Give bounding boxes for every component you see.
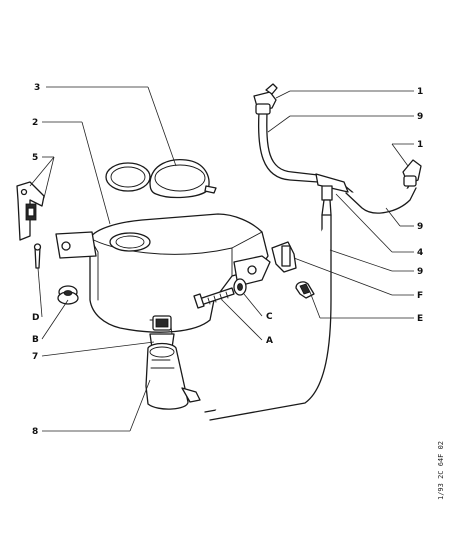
grommet (57, 285, 79, 305)
callout-2: 2 (32, 118, 38, 128)
callout-labels: 3 2 5 D B 7 8 1 9 1 9 4 9 F E C A (32, 83, 423, 437)
nozzle-right (402, 159, 422, 187)
callout-1-top: 1 (417, 87, 423, 97)
callout-3: 3 (34, 83, 40, 93)
upper-hose (257, 111, 319, 183)
right-hose (344, 183, 417, 214)
callout-e: E (417, 314, 423, 324)
callout-a: A (266, 336, 273, 346)
hose-support (271, 241, 297, 273)
mounting-bolt (193, 287, 235, 309)
filler-cap (105, 158, 217, 199)
pump-filter-housing (145, 342, 201, 410)
callout-4: 4 (417, 248, 423, 258)
callout-7: 7 (32, 352, 38, 362)
callout-d: D (32, 313, 39, 323)
callout-8: 8 (32, 427, 38, 437)
callout-c: C (266, 312, 273, 322)
leader-lines (29, 86, 414, 432)
bracket-pin (33, 243, 42, 269)
nozzle-top (253, 83, 278, 115)
callout-1-right: 1 (417, 140, 423, 150)
callout-b: B (32, 335, 39, 345)
reference-code: 1/93 2C 64F 02 (437, 441, 445, 500)
t-connector (315, 173, 349, 216)
callout-9-mid: 9 (417, 222, 423, 232)
callout-f: F (417, 291, 423, 301)
washer-nut (233, 278, 247, 296)
washer-reservoir (55, 213, 271, 335)
bracket (16, 181, 45, 241)
callout-9-low: 9 (417, 267, 423, 277)
callout-9-top: 9 (417, 112, 423, 122)
callout-5: 5 (32, 153, 38, 163)
